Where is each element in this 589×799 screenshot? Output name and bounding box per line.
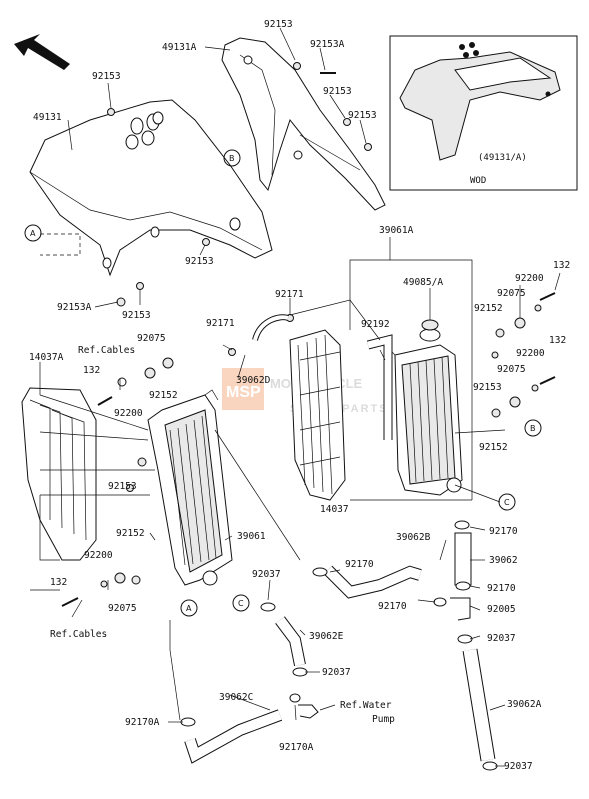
- label-92153: 92153: [92, 71, 121, 82]
- label-39061A: 39061A: [379, 225, 414, 236]
- shroud-49131A: [221, 37, 386, 211]
- label-92153: 92153: [348, 110, 377, 121]
- label-92037: 92037: [322, 667, 351, 678]
- label-39062C: 39062C: [219, 692, 253, 703]
- label-132: 132: [50, 577, 67, 588]
- label-92152: 92152: [474, 303, 503, 314]
- svg-text:A: A: [30, 229, 36, 238]
- label-92170: 92170: [345, 559, 374, 570]
- label-92200: 92200: [84, 550, 113, 561]
- label-92153: 92153: [185, 256, 214, 267]
- label-39062E: 39062E: [309, 631, 344, 642]
- inset-panel: (49131/A) WOD: [389, 35, 578, 191]
- label-39061: 39061: [237, 531, 266, 542]
- label-92037: 92037: [252, 569, 281, 580]
- label-39062D: 39062D: [236, 375, 271, 386]
- hose-39062: [454, 532, 472, 586]
- callout-B-top: B: [223, 149, 241, 167]
- left-hardware: [61, 357, 174, 607]
- callout-C-left: C: [232, 594, 250, 612]
- label-14037A: 14037A: [29, 352, 64, 363]
- callout-C-right: C: [498, 493, 516, 511]
- part-labels: 92153 49131A 92153A 92153 92153 92153 49…: [29, 19, 570, 772]
- label-92153: 92153: [264, 19, 293, 30]
- svg-text:B: B: [530, 424, 536, 433]
- radiator-guard-14037: [289, 329, 346, 501]
- callout-A-bottom: A: [180, 599, 198, 617]
- clamps: [180, 520, 498, 771]
- label-92170: 92170: [378, 601, 407, 612]
- label-92075: 92075: [497, 288, 526, 299]
- label-92152: 92152: [479, 442, 508, 453]
- leader-lines: [30, 27, 561, 767]
- label-92170: 92170: [489, 526, 518, 537]
- svg-text:A: A: [186, 604, 192, 613]
- label-92152: 92152: [149, 390, 178, 401]
- shroud-49131: [29, 99, 273, 277]
- label-92037: 92037: [504, 761, 533, 772]
- label-92075: 92075: [137, 333, 166, 344]
- svg-text:C: C: [504, 498, 510, 507]
- t-joint-92005: [450, 597, 471, 621]
- label-92005: 92005: [487, 604, 516, 615]
- label-92171: 92171: [275, 289, 304, 300]
- svg-text:B: B: [229, 154, 235, 163]
- label-92153: 92153: [473, 382, 502, 393]
- label-92200: 92200: [515, 273, 544, 284]
- label-49131: 49131: [33, 112, 62, 123]
- label-92192: 92192: [361, 319, 390, 330]
- inset-caption: (49131/A): [478, 153, 527, 163]
- label-132: 132: [553, 260, 570, 271]
- watermark-logo: MSP: [226, 384, 261, 401]
- label-92153: 92153: [122, 310, 151, 321]
- label-132: 132: [549, 335, 566, 346]
- label-92153A: 92153A: [57, 302, 92, 313]
- inset-shroud-graphic: [454, 57, 552, 91]
- label-49131A: 49131A: [162, 42, 197, 53]
- label-92075: 92075: [108, 603, 137, 614]
- label-92075: 92075: [497, 364, 526, 375]
- bolts: [107, 62, 499, 492]
- radiator-39061: [100, 389, 233, 588]
- radiator-guard-14037A: [21, 387, 97, 561]
- callout-B-right: B: [524, 419, 542, 437]
- label-14037: 14037: [320, 504, 349, 515]
- hoses: [184, 314, 496, 764]
- label-49085A: 49085/A: [403, 277, 443, 288]
- callout-A-top: A: [24, 224, 42, 242]
- inset-variant: WOD: [470, 176, 486, 186]
- label-39062: 39062: [489, 555, 518, 566]
- label-92037: 92037: [487, 633, 516, 644]
- label-92170A: 92170A: [125, 717, 160, 728]
- radiator-39061A: [379, 319, 463, 496]
- label-92153A: 92153A: [310, 39, 345, 50]
- label-92153: 92153: [323, 86, 352, 97]
- ref-water-pump-label: Ref.Water: [340, 700, 392, 711]
- label-92170A: 92170A: [279, 742, 314, 753]
- label-39062A: 39062A: [507, 699, 542, 710]
- label-92152: 92152: [116, 528, 145, 539]
- ref-cables-label: Ref.Cables: [50, 629, 107, 640]
- label-132: 132: [83, 365, 100, 376]
- arrow-icon: [14, 34, 70, 70]
- ref-cables-label: Ref.Cables: [78, 345, 135, 356]
- label-92200: 92200: [516, 348, 545, 359]
- watermark-logo-box: [222, 368, 264, 410]
- label-92200: 92200: [114, 408, 143, 419]
- ref-water-pump-label-2: Pump: [372, 714, 395, 725]
- svg-text:C: C: [238, 599, 244, 608]
- label-92153: 92153: [108, 481, 137, 492]
- label-92171: 92171: [206, 318, 235, 329]
- label-39062B: 39062B: [396, 532, 431, 543]
- label-92170: 92170: [487, 583, 516, 594]
